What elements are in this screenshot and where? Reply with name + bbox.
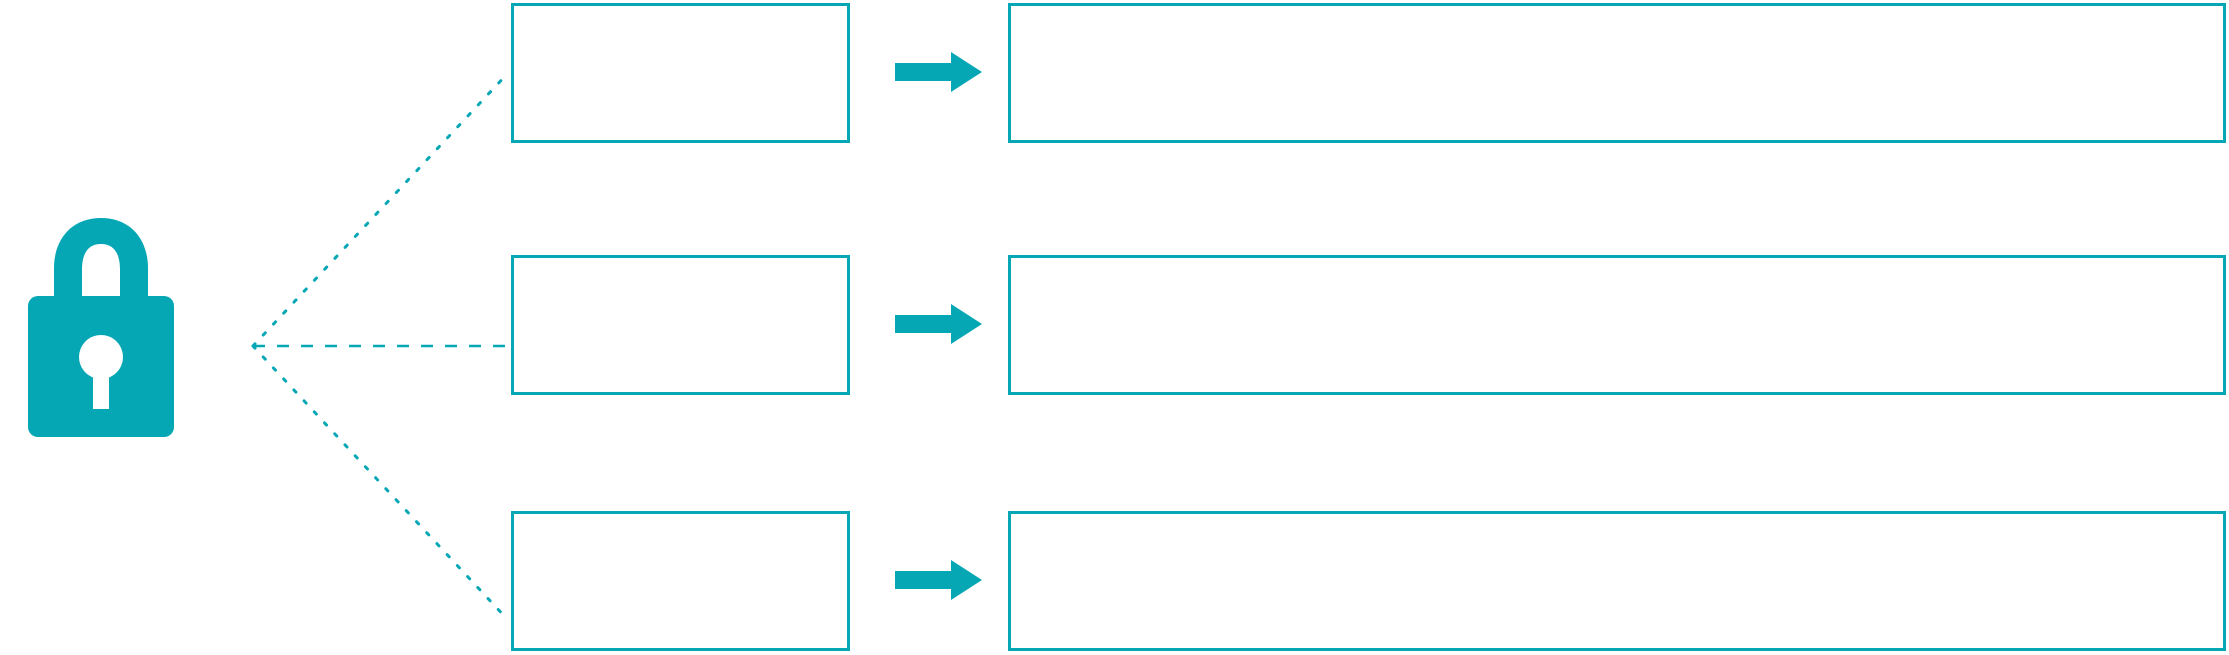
left-box-row-2[interactable]: [511, 255, 850, 395]
right-box-row-1[interactable]: [1008, 3, 2226, 143]
arrow-right-icon-row-1: [895, 52, 982, 92]
right-box-row-2-text: [1011, 258, 2223, 278]
diagram-row: [0, 0, 2229, 144]
right-box-row-3[interactable]: [1008, 511, 2226, 651]
diagram-row: [0, 508, 2229, 652]
right-box-row-1-text: [1011, 6, 2223, 26]
right-box-row-2[interactable]: [1008, 255, 2226, 395]
left-box-row-2-text: [514, 258, 847, 278]
left-box-row-3[interactable]: [511, 511, 850, 651]
arrow-right-icon-row-2: [895, 304, 982, 344]
left-box-row-1[interactable]: [511, 3, 850, 143]
arrow-right-icon-row-3: [895, 560, 982, 600]
diagram-row: [0, 252, 2229, 396]
lock-icon: [26, 214, 176, 442]
right-box-row-3-text: [1011, 514, 2223, 534]
left-box-row-3-text: [514, 514, 847, 534]
left-box-row-1-text: [514, 6, 847, 26]
